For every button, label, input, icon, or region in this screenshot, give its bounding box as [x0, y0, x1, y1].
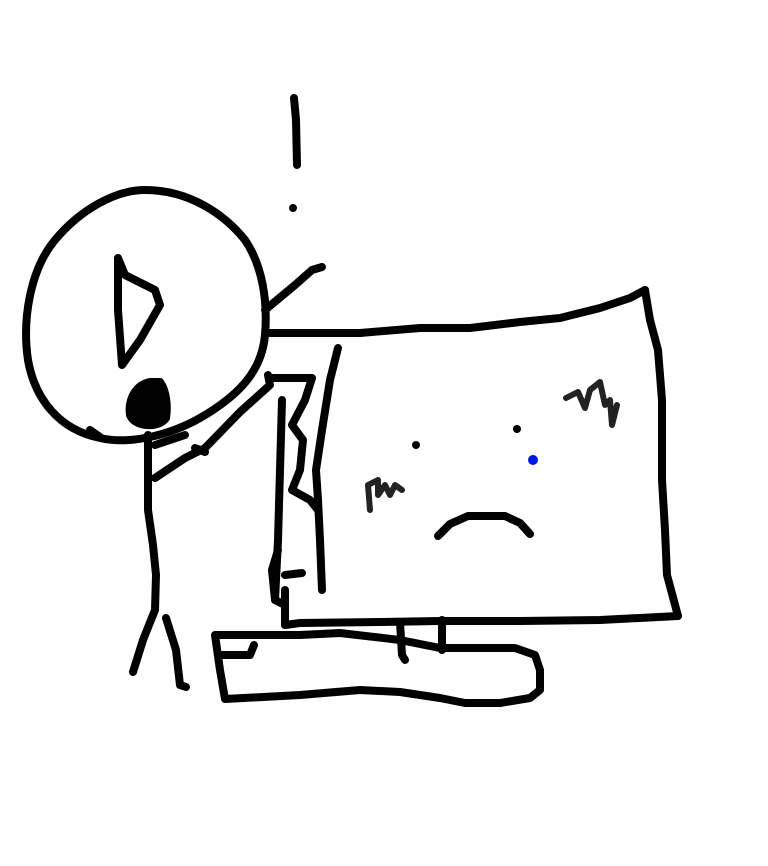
arm-upper	[261, 263, 326, 314]
ink-strokes	[22, 94, 682, 707]
monitor-edge	[312, 344, 342, 594]
leg-left-foot	[86, 426, 104, 441]
bracket	[266, 374, 322, 514]
monitor-top	[264, 286, 649, 337]
arm-lower	[151, 371, 274, 482]
exclamation-line	[290, 94, 301, 169]
leg-right	[162, 614, 190, 691]
mouth	[125, 378, 171, 430]
scribbles	[365, 379, 620, 513]
body	[129, 431, 160, 676]
monitor-right	[641, 286, 682, 620]
arm-lower-2	[151, 431, 209, 456]
screen-eye-right	[513, 425, 521, 433]
keyboard-detail	[218, 641, 258, 659]
scribble-right	[563, 379, 620, 428]
bracket-foot	[268, 546, 306, 609]
eye-triangle	[114, 254, 164, 369]
keyboard	[211, 629, 544, 707]
blue-dot	[528, 455, 538, 465]
exclamation-dot	[289, 204, 297, 212]
screen-frown	[434, 512, 534, 540]
scribble-left	[365, 477, 405, 513]
screen-eye-left	[412, 441, 420, 449]
